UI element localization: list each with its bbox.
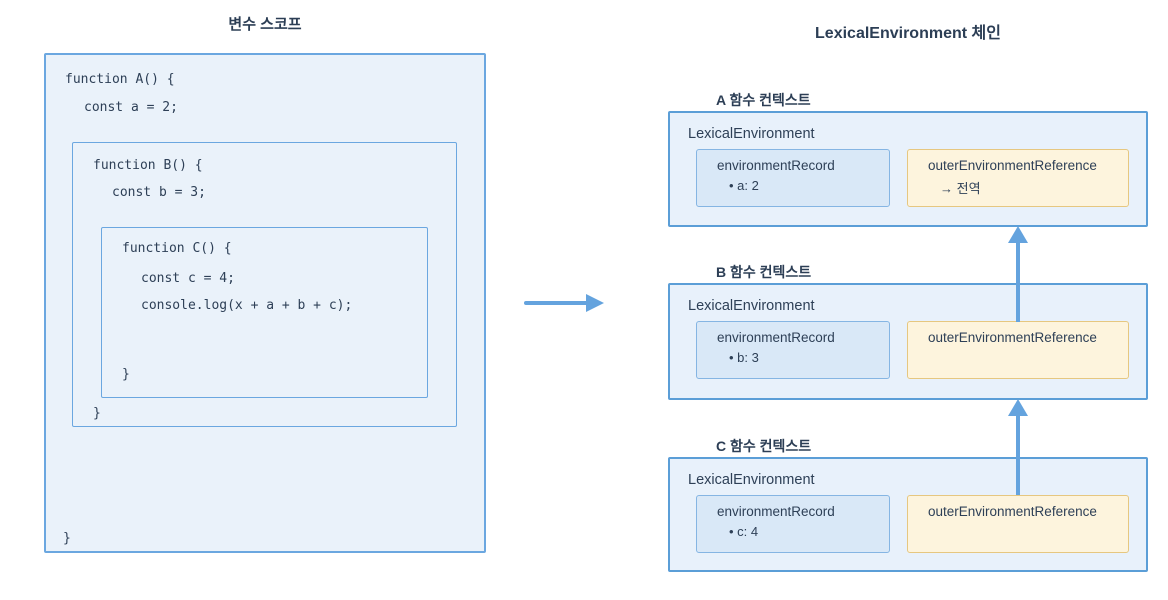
environment-record-entry: • c: 4 xyxy=(729,524,759,539)
code-line-console-log: console.log(x + a + b + c); xyxy=(141,298,353,313)
code-line-function-b-open: function B() { xyxy=(93,158,203,173)
environment-record-title: environmentRecord xyxy=(717,158,835,173)
context-b-lexicalenvironment-label: LexicalEnvironment xyxy=(688,298,815,314)
arrow-b-to-a-head-icon xyxy=(1008,226,1028,243)
outer-reference-title: outerEnvironmentReference xyxy=(928,330,1097,345)
arrow-c-to-b-shaft xyxy=(1016,415,1020,495)
context-box-c: C 함수 컨텍스트 LexicalEnvironment environment… xyxy=(668,438,1148,572)
context-c-environment-record: environmentRecord • c: 4 xyxy=(696,495,890,553)
environment-record-title: environmentRecord xyxy=(717,330,835,345)
left-panel-title: 변수 스코프 xyxy=(228,16,302,33)
environment-record-title: environmentRecord xyxy=(717,504,835,519)
context-c-lexicalenvironment-label: LexicalEnvironment xyxy=(688,472,815,488)
outer-reference-title: outerEnvironmentReference xyxy=(928,504,1097,519)
context-b-environment-record: environmentRecord • b: 3 xyxy=(696,321,890,379)
outer-reference-title: outerEnvironmentReference xyxy=(928,158,1097,173)
environment-record-entry: • a: 2 xyxy=(729,178,759,193)
context-c-label: C 함수 컨텍스트 xyxy=(716,438,812,454)
context-b-outer-reference: outerEnvironmentReference xyxy=(907,321,1129,379)
right-panel-title: LexicalEnvironment 체인 xyxy=(815,25,1001,42)
code-line-const-a: const a = 2; xyxy=(84,100,178,115)
environment-record-entry: • b: 3 xyxy=(729,350,759,365)
code-line-function-c-open: function C() { xyxy=(122,241,232,256)
arrow-b-to-a-shaft xyxy=(1016,242,1020,322)
code-line-close-c: } xyxy=(122,367,130,382)
context-a-lexicalenvironment-label: LexicalEnvironment xyxy=(688,126,815,142)
arrow-c-to-b-head-icon xyxy=(1008,399,1028,416)
code-line-close-a: } xyxy=(63,531,71,546)
code-line-const-c: const c = 4; xyxy=(141,271,235,286)
code-line-function-a-open: function A() { xyxy=(65,72,175,87)
context-c-outer-reference: outerEnvironmentReference xyxy=(907,495,1129,553)
code-line-const-b: const b = 3; xyxy=(112,185,206,200)
context-b-label: B 함수 컨텍스트 xyxy=(716,264,812,280)
context-a-environment-record: environmentRecord • a: 2 xyxy=(696,149,890,207)
outer-reference-target: → 전역 xyxy=(940,181,981,196)
code-line-close-b: } xyxy=(93,406,101,421)
context-a-outer-reference: outerEnvironmentReference → 전역 xyxy=(907,149,1129,207)
scope-to-chain-arrow-shaft xyxy=(524,301,588,305)
scope-to-chain-arrow-head-icon xyxy=(586,294,604,312)
context-box-a: A 함수 컨텍스트 LexicalEnvironment environment… xyxy=(668,92,1148,227)
context-a-label: A 함수 컨텍스트 xyxy=(716,92,811,108)
scope-box-function-c xyxy=(101,227,428,398)
context-box-b: B 함수 컨텍스트 LexicalEnvironment environment… xyxy=(668,264,1148,400)
